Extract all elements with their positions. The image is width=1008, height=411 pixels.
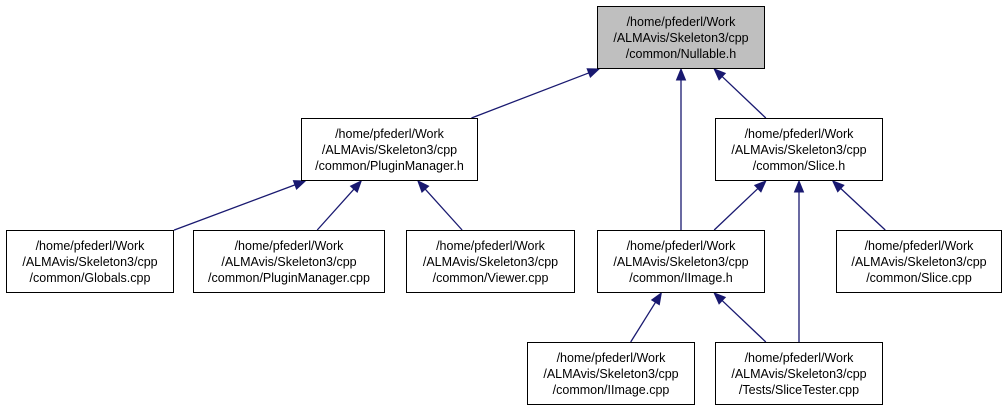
node-line: /home/pfederl/Work [234,238,344,253]
node-line: /ALMAvis/Skeleton3/cpp [22,254,158,269]
arrowhead [713,68,727,81]
edge-slice_cpp-to-slice_h [840,188,886,231]
edge-viewer_cpp-to-pluginmanager_h [424,188,463,231]
arrowhead [831,180,845,193]
edge-globals_cpp-to-pluginmanager_h [173,184,296,231]
node-line: /common/IImage.h [629,270,733,285]
node-line: /common/IImage.cpp [552,382,670,397]
node-line: /ALMAvis/Skeleton3/cpp [321,142,458,157]
node-slice-cpp[interactable]: /home/pfederl/Work /ALMAvis/Skeleton3/cp… [836,230,1002,293]
arrowhead [292,180,307,190]
node-line: /home/pfederl/Work [626,14,736,29]
node-pluginmanager-h[interactable]: /home/pfederl/Work /ALMAvis/Skeleton3/cp… [301,118,478,181]
node-line: /Tests/SliceTester.cpp [738,382,860,397]
arrowhead [675,67,687,81]
node-line: /home/pfederl/Work [436,238,545,253]
arrowhead [713,292,727,305]
node-slicetester-cpp[interactable]: /home/pfederl/Work /ALMAvis/Skeleton3/cp… [715,342,883,405]
node-line: /ALMAvis/Skeleton3/cpp [731,142,867,157]
arrowhead [753,180,767,193]
node-line: /ALMAvis/Skeleton3/cpp [731,366,867,381]
node-line: /home/pfederl/Work [335,126,444,141]
node-line: /common/Viewer.cpp [432,270,549,285]
arrowhead [650,291,663,306]
arrowhead [586,68,601,79]
node-iimage-cpp[interactable]: /home/pfederl/Work /ALMAvis/Skeleton3/cp… [527,342,695,405]
node-line: /home/pfederl/Work [556,350,666,365]
node-pluginmanager-cpp[interactable]: /home/pfederl/Work /ALMAvis/Skeleton3/cp… [193,230,385,293]
node-line: /home/pfederl/Work [626,238,736,253]
node-globals-cpp[interactable]: /home/pfederl/Work /ALMAvis/Skeleton3/cp… [6,230,174,293]
node-line: /ALMAvis/Skeleton3/cpp [851,254,987,269]
node-line: /common/PluginManager.h [315,158,464,173]
node-slice-h[interactable]: /home/pfederl/Work /ALMAvis/Skeleton3/cp… [715,118,883,181]
edge-iimage_cpp-to-iimage_h [630,301,657,343]
node-viewer-cpp[interactable]: /home/pfederl/Work /ALMAvis/Skeleton3/cp… [406,230,575,293]
node-line: /home/pfederl/Work [864,238,974,253]
edge-pluginmanager_h-to-nullable_h [471,72,589,119]
arrowhead [349,180,363,194]
node-line: /ALMAvis/Skeleton3/cpp [422,254,559,269]
node-line: /home/pfederl/Work [35,238,145,253]
node-line: /common/Slice.cpp [866,270,972,285]
node-line: /common/Slice.h [752,158,846,173]
node-iimage-h[interactable]: /home/pfederl/Work /ALMAvis/Skeleton3/cp… [597,230,765,293]
node-line: /home/pfederl/Work [744,126,854,141]
node-line: /home/pfederl/Work [744,350,854,365]
edge-iimage_h-to-slice_h [713,188,759,231]
edge-pluginmanager_cpp-to-pluginmanager_h [316,188,355,231]
arrowhead [417,180,430,194]
node-line: /common/PluginManager.cpp [208,270,370,285]
node-line: /ALMAvis/Skeleton3/cpp [613,30,749,45]
node-line: /ALMAvis/Skeleton3/cpp [613,254,749,269]
node-line: /common/Globals.cpp [29,270,151,285]
arrowhead [793,179,805,193]
node-nullable-h: /home/pfederl/Work /ALMAvis/Skeleton3/cp… [597,6,765,69]
edge-slice_h-to-nullable_h [721,76,767,119]
node-line: /ALMAvis/Skeleton3/cpp [221,254,357,269]
edge-slicetester_cpp-to-iimage_h [721,300,767,343]
node-line: /ALMAvis/Skeleton3/cpp [543,366,679,381]
node-line: /common/Nullable.h [625,46,737,61]
